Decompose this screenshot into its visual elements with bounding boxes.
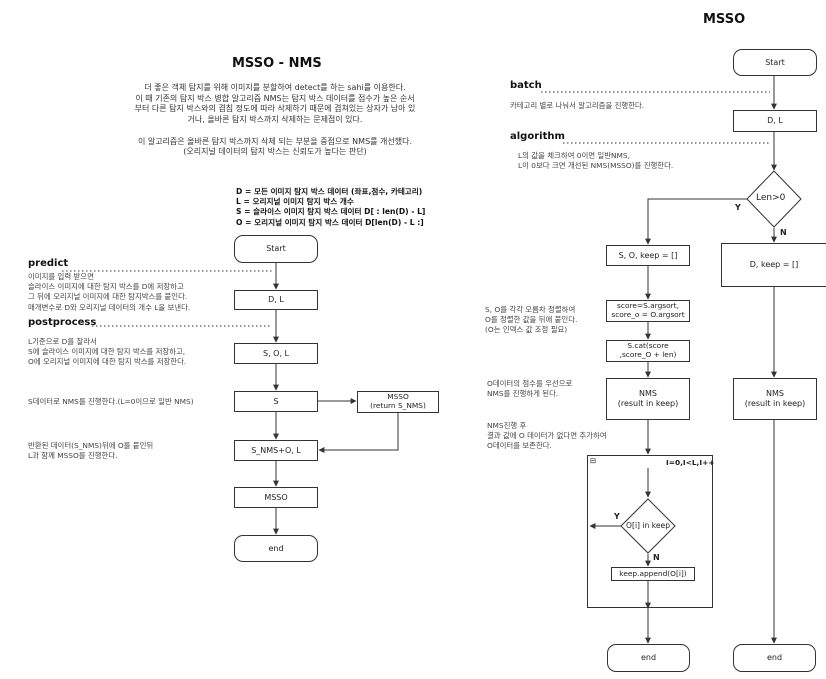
nms-left-line: NMS [639,389,657,399]
note-sort-line: O를 정렬한 값을 뒤에 붙인다. [485,315,578,324]
score-line: score_o = O.argsort [611,310,685,319]
cat-line: ,score_O + len) [619,350,677,359]
score-node: score=S.argsort,score_o = O.argsort [606,300,690,322]
note-after-line: O데이터를 보존한다. [487,441,552,450]
right-end-left-node: end [607,644,690,672]
edge-decision-yes [645,198,747,245]
cat-node: S.cat(score,score_O + len) [606,340,690,362]
left-start-node: Start [234,235,318,263]
note-after-line: 결과 값에 O 데이터가 없다면 추가하여 [487,431,607,440]
edge-msso-call-snms [318,413,399,453]
decision-yes-label: Y [735,203,741,212]
left-desc-line: 거나, 올바른 탐지 박스까지 삭제하는 문제점이 있다. [187,115,363,125]
left-desc-line: 더 좋은 객체 탐지를 위해 이미지를 분할하여 detect를 하는 sahi… [144,83,406,92]
msso-call-line: (return S_NMS) [370,401,426,410]
left-msso-call-node: MSSO(return S_NMS) [357,391,439,413]
loop-container [587,455,713,608]
right-start-node: Start [733,49,817,76]
note-sort-line: (O는 인덱스 값 조정 필요) [485,325,568,334]
note-postprocess-line: S에 슬라이스 이미지에 대한 탐지 박스를 저장하고, [28,347,186,357]
cat-line: S.cat(score [627,341,669,351]
left-defs-line: S = 슬라이스 이미지 탐지 박스 데이터 D[ : len(D) - L] [236,207,426,217]
append-node: keep.append(O[i]) [611,567,695,581]
left-desc-line: (오리지널 데이터의 탐지 박스는 신뢰도가 높다는 판단) [183,147,367,157]
label-predict: predict [28,258,69,269]
nms-right-line: NMS [766,389,784,399]
left-sol-node: S, O, L [234,343,318,364]
label-postprocess: postprocess [28,317,97,328]
decision-no-label: N [780,228,787,237]
note-sort-line: S, O를 각각 오름차 정렬하여 [485,305,576,314]
sokeep-node: S, O, keep = [] [606,245,690,266]
note-nms-line: S데이터로 NMS를 진행한다.(L=0이므로 일반 NMS) [28,397,194,406]
note-predict-line: 슬라이스 이미지에 대한 탐지 박스를 D에 저장하고 [28,282,184,292]
decision-label: Len>0 [756,193,786,203]
left-msso-node: MSSO [234,487,318,508]
note-algorithm-line: L이 0보다 크면 개선된 NMS(MSSO)를 진행한다. [518,161,674,170]
loop-header: I=0,I<L,I++ [666,458,715,467]
left-title: MSSO - NMS [232,56,322,71]
score-line: score=S.argsort, [617,301,679,311]
note-predict-line: 이미지를 입력 받으면 [28,272,94,281]
nms-right-line: (result in keep) [744,399,806,408]
note-priority-line: O데이터의 점수를 우선으로 [487,379,573,388]
note-merge-line: L과 함께 MSSO를 진행한다. [28,451,118,461]
right-dl-node: D, L [733,110,817,132]
note-predict-line: 그 뒤에 오리지널 이미지에 대한 탐지박스를 붙인다. [28,292,188,302]
label-algorithm: algorithm [510,131,565,142]
label-batch: batch [510,80,542,91]
left-end-node: end [234,535,318,562]
msso-call-line: MSSO [387,392,409,402]
left-s-node: S [234,391,318,412]
left-dl-node: D, L [234,290,318,310]
left-defs-line: O = 오리지널 이미지 탐지 박스 데이터 D[len(D) - L :] [236,217,424,227]
note-merge-line: 반환된 데이터(S_NMS)뒤에 O를 붙인뒤 [28,441,154,450]
left-snms-node: S_NMS+O, L [234,440,318,461]
decision-diamond [746,170,802,228]
note-algorithm-line: L의 값을 체크하여 0이면 일반NMS, [518,151,630,160]
note-batch-line: 카테고리 별로 나눠서 알고리즘을 진행한다. [510,101,645,110]
note-predict-line: 매개변수로 D와 오리지널 데이터의 개수 L을 보낸다. [28,302,191,312]
loop-yes-label: Y [614,512,620,521]
note-after-line: NMS진행 후 [487,421,527,430]
left-desc-line: 이 알고리즘은 올바른 탐지 박스까지 삭제 되는 부분을 중점으로 NMS를 … [137,136,413,146]
note-postprocess-line: O에 오리지널 이미지에 대한 탐지 박스를 저장한다. [28,357,187,367]
nms-left-node: NMS(result in keep) [606,378,690,420]
left-desc-line: 이 때 기존의 탐지 박스 병합 알고리즘 NMS는 탐지 박스 데이터를 점수… [135,93,415,103]
note-priority-line: NMS를 진행하게 된다. [487,389,559,398]
left-defs-line: D = 모든 이미지 탐지 박스 데이터 (좌표,점수, 카테고리) [236,187,423,196]
nms-left-line: (result in keep) [617,399,679,408]
dkeep-node: D, keep = [] [721,243,826,287]
left-defs-line: L = 오리지널 이미지 탐지 박스 개수 [236,197,354,207]
loop-cond-diamond [620,498,676,554]
nms-right-node: NMS(result in keep) [733,378,817,420]
note-postprocess-line: L기준으로 D를 잘라서 [28,337,97,346]
left-desc-line: 부터 다른 탐지 박스와의 겹침 정도에 따라 삭제하기 때문에 겹쳐있는 상자… [134,104,416,114]
loop-cond-label: O[i] in keep [626,521,671,530]
right-end-right-node: end [733,644,816,672]
right-title: MSSO [703,12,746,27]
loop-collapse-icon: ⊟ [590,456,597,465]
loop-no-label: N [653,553,660,562]
